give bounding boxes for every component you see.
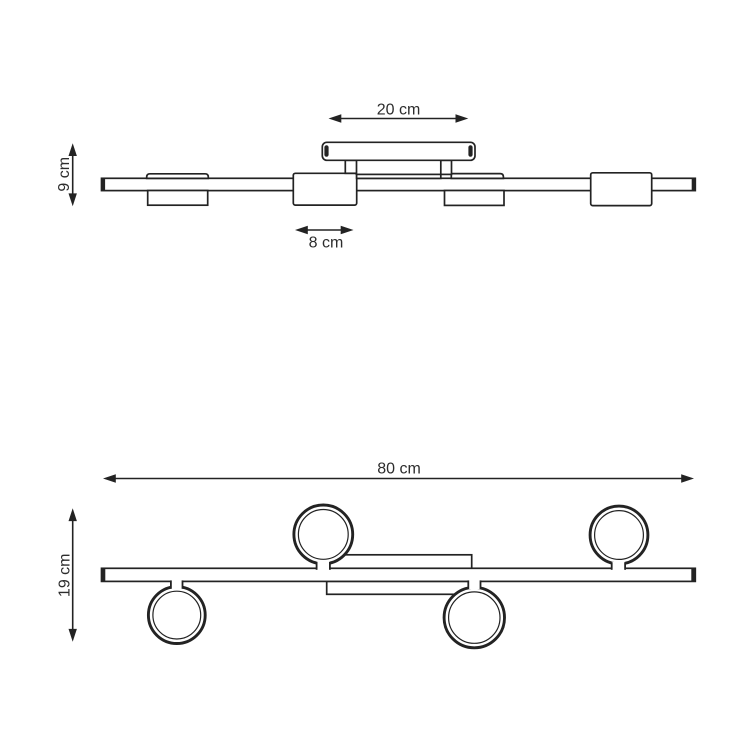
neck-gap [170,579,183,589]
canopy-screw-left [324,145,329,157]
arm-plate-upper [322,553,473,570]
arrowhead-down-icon [68,628,77,642]
canopy-stem-left [344,159,358,175]
neck-gap [611,561,626,570]
arrowhead-up-icon [68,508,77,522]
spotlight-inner-ring [152,590,202,640]
spotlight-outer-ring [588,504,650,566]
spotlight-4 [442,585,506,650]
spot-mount-2 [292,172,358,206]
canopy-stem-right [439,159,453,176]
neck-gap [316,561,330,570]
track-bar [100,567,697,583]
canopy-screw-right [468,145,473,157]
spotlight-3 [588,504,650,566]
bar-end-cap-left [101,178,106,191]
dimension-label-total-height: 19 cm [57,554,74,598]
bottom-view: 80 cm 19 cm [57,461,697,650]
top-view: 20 cm 9 cm 8 cm [56,102,697,252]
arrowhead-right-icon [455,114,469,123]
arrowhead-left-icon [328,114,342,123]
spot-mount-3-body [443,189,505,207]
spotlight-outer-ring [442,585,506,650]
dimension-total-width: 80 cm [103,461,694,483]
spotlight-neck-2 [315,561,331,570]
dimension-label-canopy-width: 20 cm [377,102,421,119]
arm-plate-lower [325,580,475,596]
spotlight-neck-4 [467,579,482,590]
dimension-label-total-width: 80 cm [377,461,421,478]
spot-mount-4 [589,171,653,207]
arrowhead-right-icon [681,474,694,483]
arrowhead-down-icon [68,193,77,207]
dimension-label-fixture-height: 9 cm [56,157,73,192]
spotlight-inner-ring [297,508,349,560]
neck-gap [468,579,481,590]
spot-mount-3-flange [450,172,505,180]
spot-mount-1-flange [145,172,210,180]
ceiling-canopy [321,141,476,162]
spotlight-inner-ring [593,510,644,561]
spotlight-neck-1 [169,579,184,589]
spotlight-outer-ring [146,585,207,645]
spotlight-inner-ring [447,591,501,644]
spot-mount-1-body [146,189,209,207]
bar-end-cap-right [691,178,696,191]
bar-end-cap-right [691,568,696,582]
spotlight-outer-ring [292,503,355,566]
spotlight-neck-3 [610,561,626,570]
arrowhead-left-icon [295,225,308,235]
dimension-canopy-width: 20 cm [328,102,469,123]
spotlight-1 [146,585,207,645]
arrowhead-left-icon [103,474,116,483]
dimension-label-mount-width: 8 cm [309,235,344,252]
connector-strip [355,173,442,180]
bar-end-cap-left [101,568,106,582]
spotlight-2 [292,503,355,566]
dimension-mount-width: 8 cm [295,225,354,252]
arrowhead-right-icon [340,225,354,235]
dimension-fixture-height: 9 cm [56,143,77,207]
dimension-total-height: 19 cm [57,508,77,642]
arrowhead-up-icon [68,143,77,156]
